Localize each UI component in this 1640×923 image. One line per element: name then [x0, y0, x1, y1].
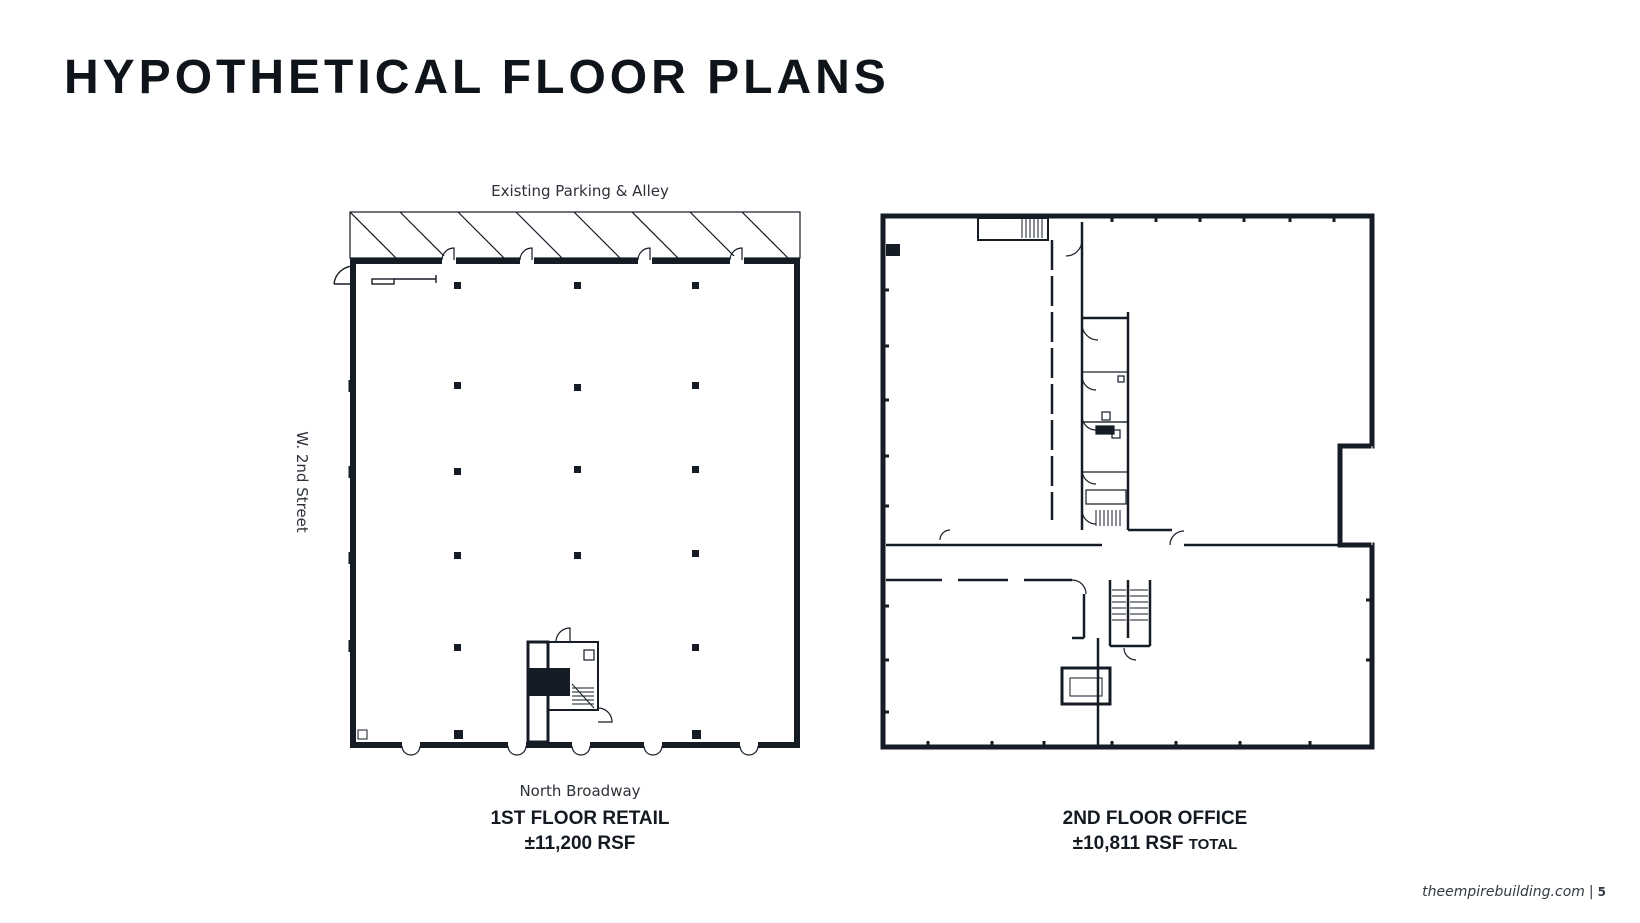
first-floor-caption-title: 1ST FLOOR RETAIL [490, 808, 670, 829]
retail-outer-wall [350, 258, 800, 748]
retail-core [526, 627, 613, 744]
second-floor-caption-area: ±10,811 RSF TOTAL [990, 831, 1320, 857]
parking-alley-label: Existing Parking & Alley [491, 182, 669, 200]
restrooms [1081, 371, 1129, 505]
first-floor-plan [333, 211, 801, 756]
office-lower-stair [1112, 589, 1148, 621]
footer: theempirebuilding.com|5 [1422, 884, 1606, 900]
parking-strip [349, 211, 801, 259]
office-interior-walls [886, 222, 1340, 747]
office-top-stair [977, 217, 1049, 241]
top-door-swings [441, 247, 743, 261]
second-floor-area-suffix: TOTAL [1188, 836, 1238, 853]
side-entry [333, 265, 437, 285]
top-door-gaps [442, 256, 744, 266]
second-floor-area-value: ±10,811 RSF [1072, 833, 1184, 854]
second-floor-caption: 2ND FLOOR OFFICE ±10,811 RSF TOTAL [990, 806, 1320, 857]
first-floor-caption-area: ±11,200 RSF [524, 833, 636, 854]
corridor-stair-lines [1095, 510, 1121, 526]
footer-website: theempirebuilding.com [1422, 884, 1585, 900]
page-title: HYPOTHETICAL FLOOR PLANS [64, 51, 890, 104]
page-number: 5 [1597, 885, 1606, 899]
first-floor-caption: 1ST FLOOR RETAIL ±11,200 RSF [450, 806, 710, 856]
north-broadway-label: North Broadway [519, 782, 641, 800]
office-door-swings [939, 239, 1185, 661]
parking-hatching [350, 212, 789, 258]
second-floor-plan [880, 213, 1375, 750]
second-floor-caption-title: 2ND FLOOR OFFICE [1062, 808, 1248, 829]
bottom-door-swings [401, 745, 759, 756]
bottom-door-gaps [402, 740, 758, 750]
structural-columns [454, 282, 701, 739]
footer-separator: | [1588, 884, 1594, 900]
office-elevator [1060, 666, 1112, 706]
office-window-marks [883, 216, 1372, 747]
